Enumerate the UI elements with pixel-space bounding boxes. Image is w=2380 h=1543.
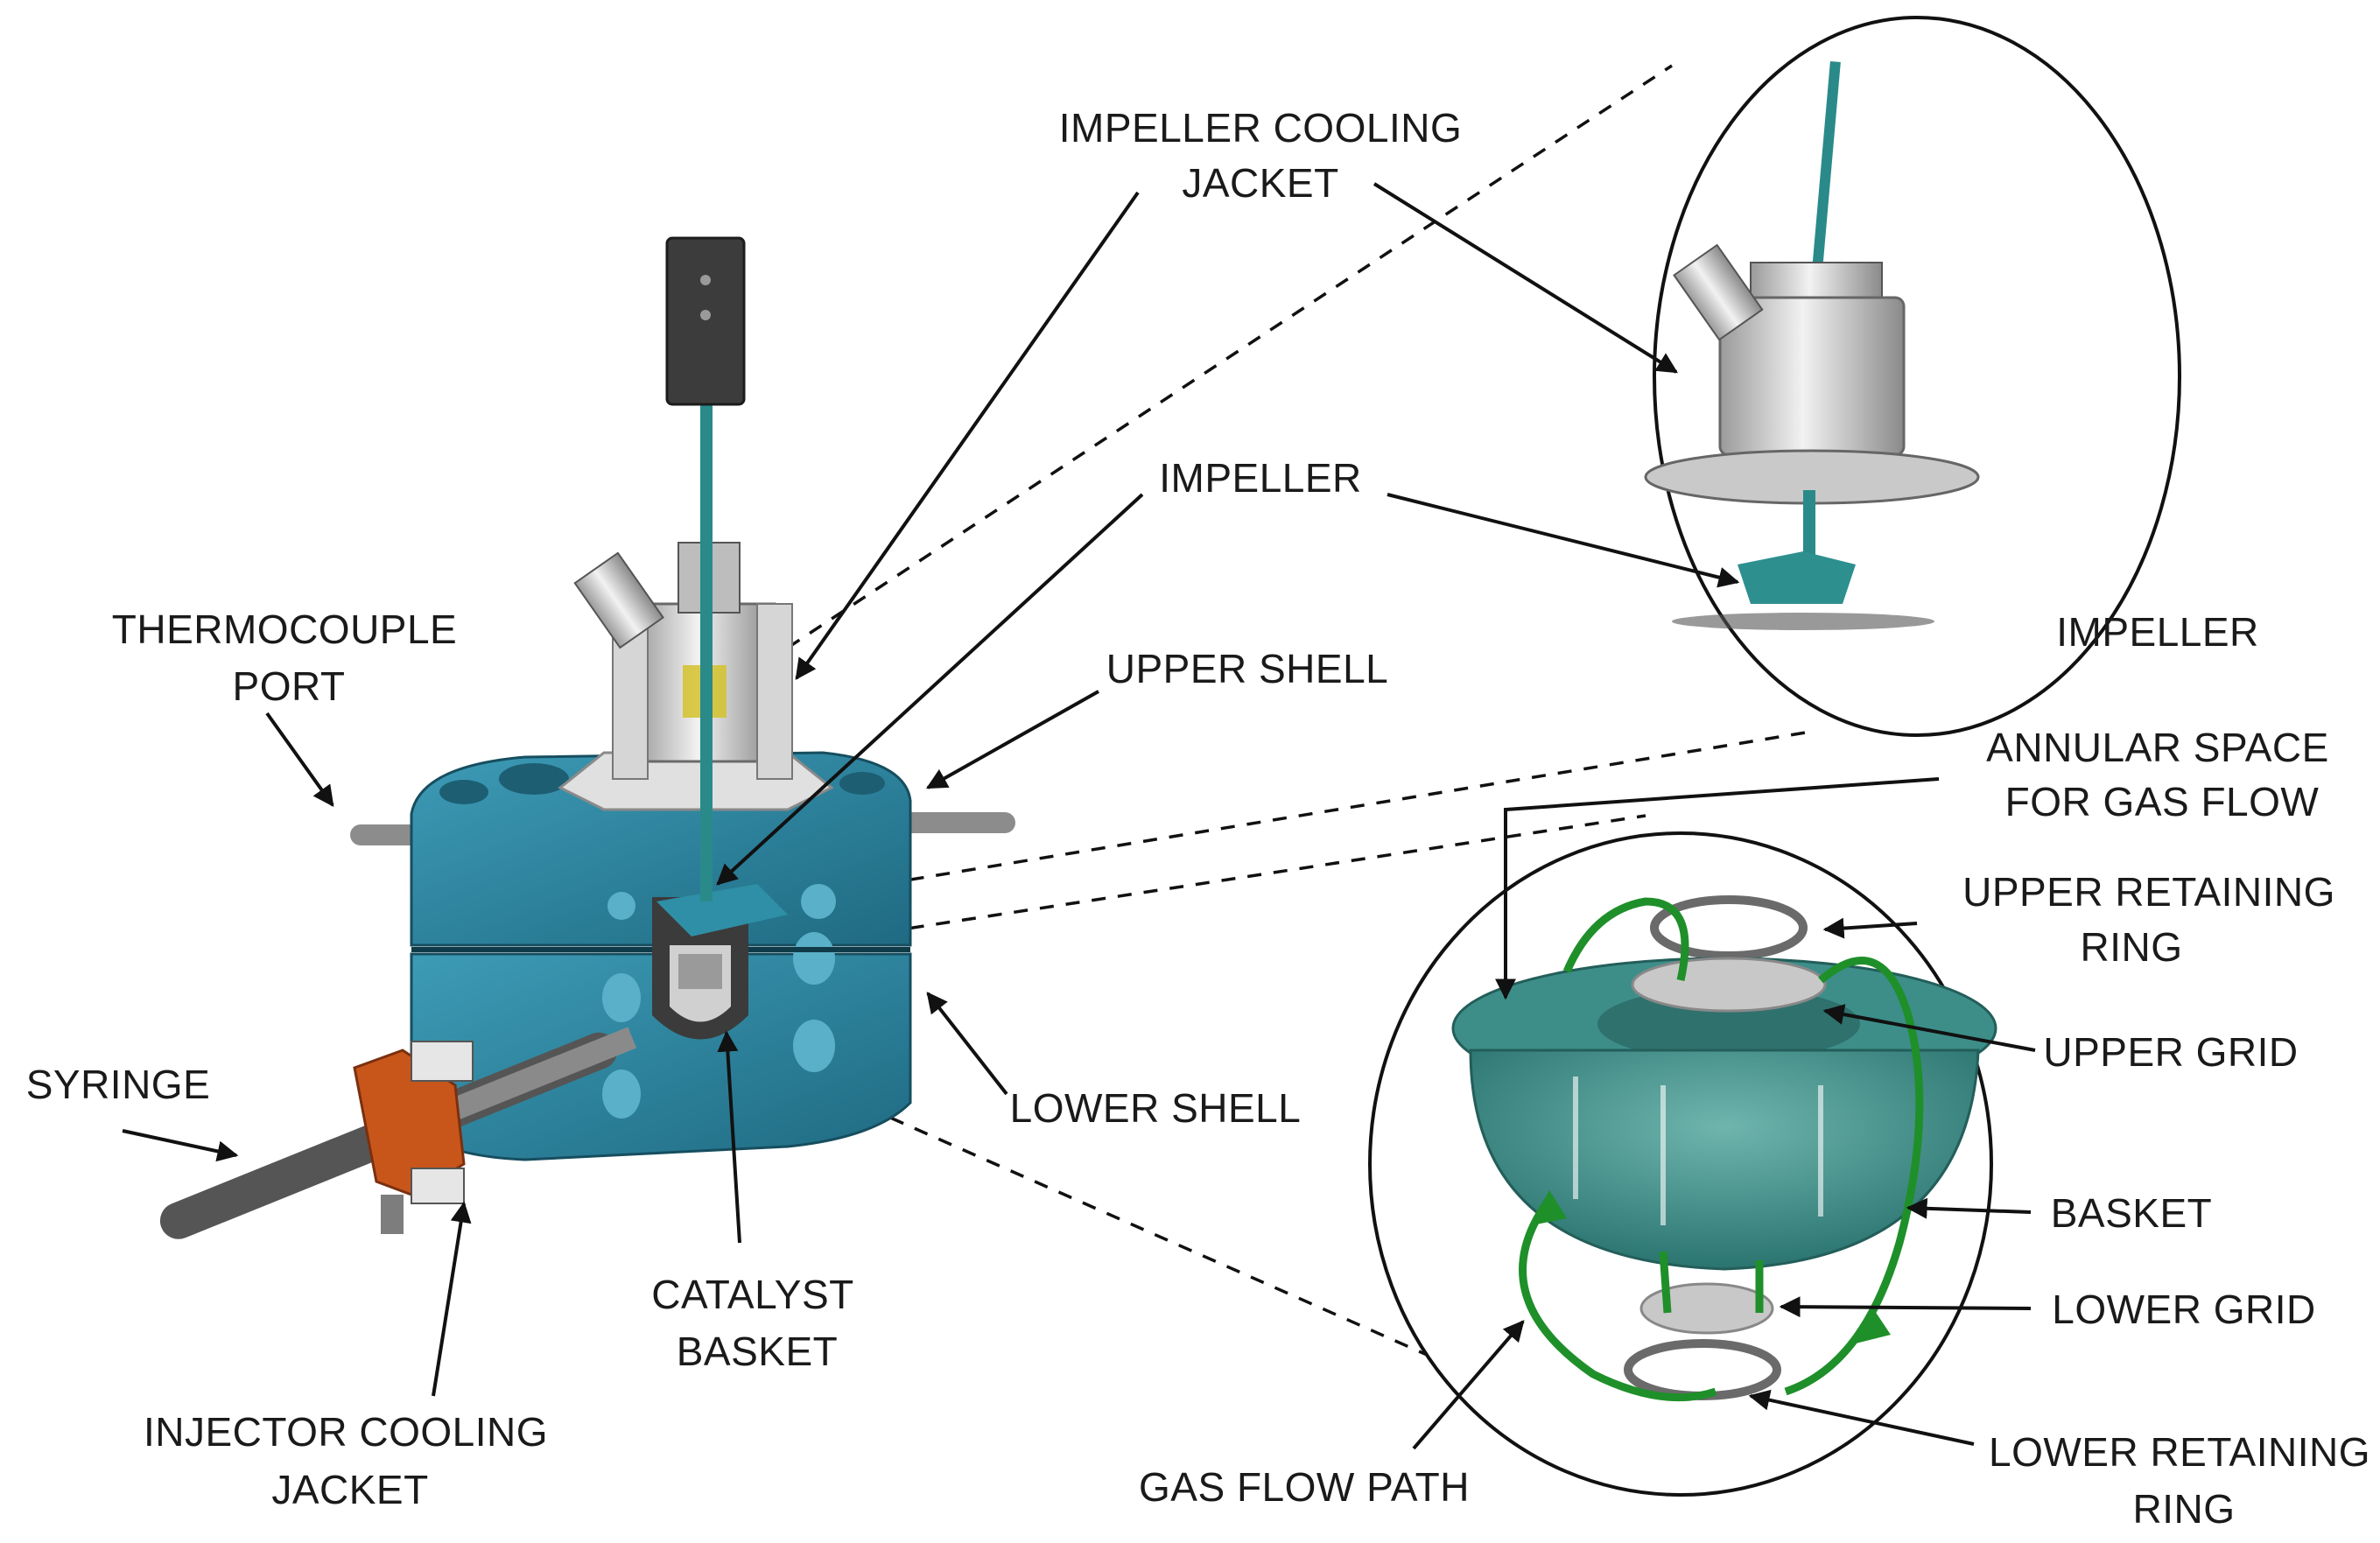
motor-coupling [665, 236, 746, 406]
label-annular-space-line2: FOR GAS FLOW [2005, 779, 2320, 824]
impeller-blade [656, 884, 788, 936]
label-lower-retaining-ring-line1: LOWER RETAINING [1989, 1429, 2370, 1475]
reactor-assembly [159, 236, 1015, 1239]
label-upper-retaining-ring-line1: UPPER RETAINING [1962, 869, 2335, 915]
label-upper-grid: UPPER GRID [2043, 1029, 2298, 1075]
impeller-detail [1644, 16, 2181, 737]
label-impeller-cooling-jacket-line1: IMPELLER COOLING [1059, 105, 1462, 151]
label-syringe: SYRINGE [26, 1062, 211, 1107]
upper-grid [1631, 957, 1827, 1013]
label-injector-cooling-jacket-line1: INJECTOR COOLING [144, 1409, 548, 1455]
upper-retaining-ring [1650, 895, 1808, 960]
impeller-cooling-jacket [558, 542, 834, 811]
catalyst-basket [652, 897, 748, 1040]
label-thermocouple-port-line1: THERMOCOUPLE [112, 607, 457, 652]
thermocouple-rod-right [902, 812, 1015, 833]
label-impeller: IMPELLER [1159, 455, 1362, 501]
label-basket: BASKET [2051, 1190, 2213, 1236]
label-upper-retaining-ring-line2: RING [2081, 924, 2183, 970]
label-gas-flow-path: GAS FLOW PATH [1139, 1464, 1470, 1510]
label-catalyst-basket-line1: CATALYST [651, 1272, 853, 1317]
labels: IMPELLER COOLING JACKET IMPELLER THERMOC… [26, 105, 2370, 1532]
label-lower-shell: LOWER SHELL [1010, 1085, 1302, 1131]
thermocouple-rod-left [350, 824, 420, 845]
lower-grid [1639, 1282, 1774, 1335]
label-lower-retaining-ring-line2: RING [2133, 1486, 2236, 1532]
label-thermocouple-port-line2: PORT [233, 663, 346, 709]
label-upper-shell: UPPER SHELL [1106, 646, 1389, 691]
label-injector-cooling-jacket-line2: JACKET [271, 1467, 428, 1512]
label-impeller-detail: IMPELLER [2056, 609, 2259, 655]
projection-lines [787, 64, 1817, 1413]
label-impeller-cooling-jacket-line2: JACKET [1182, 160, 1338, 206]
syringe [159, 1027, 637, 1239]
label-annular-space-line1: ANNULAR SPACE [1986, 725, 2329, 770]
impeller-shaft [700, 341, 713, 901]
label-catalyst-basket-line2: BASKET [677, 1329, 839, 1374]
leader-arrows [122, 182, 2036, 1450]
label-lower-grid: LOWER GRID [2052, 1287, 2315, 1332]
basket-bowl [1469, 1049, 1980, 1271]
gas-flow-path [1519, 897, 1924, 1402]
basket-detail [1368, 831, 1997, 1497]
